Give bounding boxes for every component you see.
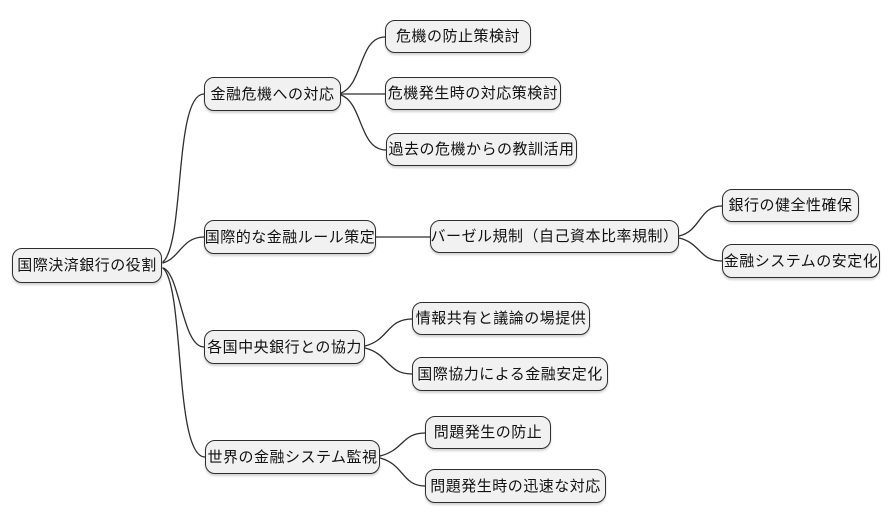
edge-monitoring-to-problem-prevention	[379, 432, 426, 457]
edge-cooperation-to-information-sharing	[364, 318, 413, 347]
node-financial-system-stability: 金融システムの安定化	[722, 244, 880, 278]
node-central-bank-cooperation: 各国中央銀行との協力	[204, 330, 365, 364]
edge-crisis-response-to-past-lessons	[340, 94, 387, 151]
edge-root-to-central-bank-cooperation	[162, 267, 205, 348]
node-past-crisis-lessons: 過去の危機からの教訓活用	[386, 133, 577, 166]
node-financial-crisis-response: 金融危機への対応	[204, 77, 341, 111]
node-global-financial-system-monitoring: 世界の金融システム監視	[205, 440, 380, 474]
node-bank-soundness: 銀行の健全性確保	[722, 189, 859, 222]
edge-basel-to-bank-soundness	[678, 205, 723, 237]
node-basel-regulation: バーゼル規制（自己資本比率規制）	[430, 220, 679, 253]
edge-root-to-crisis-response	[162, 93, 205, 263]
node-crisis-prevention-measures: 危機の防止策検討	[385, 20, 531, 53]
node-root-bis-role: 国際決済銀行の役割	[12, 248, 162, 283]
edge-monitoring-to-rapid-response	[379, 457, 426, 487]
node-international-cooperation-stability: 国際協力による金融安定化	[412, 357, 608, 391]
node-information-sharing-forum: 情報共有と議論の場提供	[412, 302, 590, 335]
edge-crisis-response-to-prevention	[340, 36, 386, 94]
edge-cooperation-to-international-stability	[364, 347, 413, 375]
node-crisis-response-planning: 危機発生時の対応策検討	[385, 77, 561, 110]
edge-root-to-global-monitoring	[162, 267, 206, 458]
node-problem-prevention: 問題発生の防止	[425, 416, 551, 449]
edge-basel-to-system-stability	[678, 237, 723, 262]
edge-root-to-international-rules	[162, 236, 205, 264]
node-rapid-problem-response: 問題発生時の迅速な対応	[425, 469, 606, 503]
node-international-financial-rules: 国際的な金融ルール策定	[204, 220, 376, 254]
